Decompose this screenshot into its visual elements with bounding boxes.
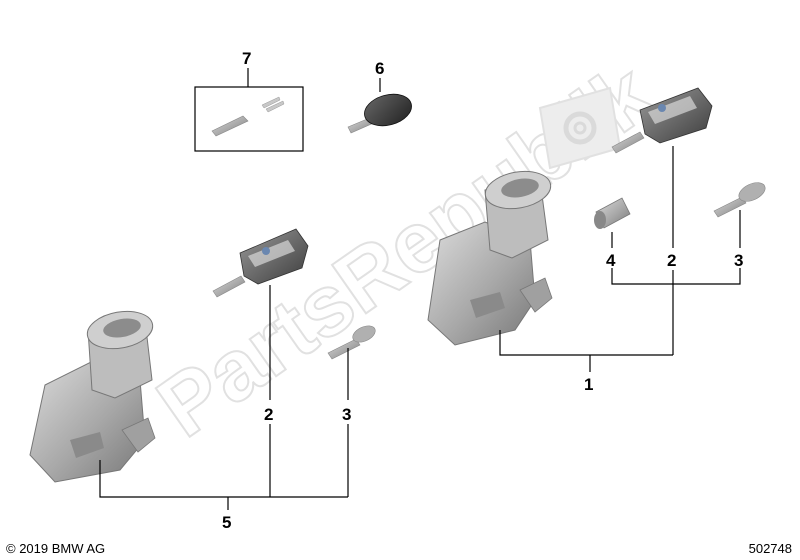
callout-1: 1 xyxy=(584,375,593,394)
part-7-box xyxy=(194,86,304,152)
callout-3-left: 3 xyxy=(342,405,351,424)
part-3-key-right xyxy=(713,182,766,218)
callout-5: 5 xyxy=(222,513,231,532)
callout-6: 6 xyxy=(375,59,384,78)
part-3-key-left xyxy=(327,325,376,360)
part-2-key-fob-right xyxy=(611,87,713,154)
callout-2-left: 2 xyxy=(264,405,273,424)
part-4-lock-cylinder xyxy=(594,197,631,229)
part-1-ignition-lock xyxy=(427,170,553,346)
callouts: 7 6 2 4 3 1 2 3 5 xyxy=(222,49,743,532)
part-5-ignition-lock xyxy=(29,310,156,483)
part-2-key-fob-left xyxy=(212,228,309,298)
part-7-key-blanks xyxy=(194,86,304,152)
leader-lines xyxy=(99,68,741,510)
part-6-key xyxy=(347,93,412,134)
callout-4: 4 xyxy=(606,251,616,270)
callout-3-right: 3 xyxy=(734,251,743,270)
callout-2-right: 2 xyxy=(667,251,676,270)
diagram-number: 502748 xyxy=(748,541,792,556)
copyright-notice: © 2019 BMW AG xyxy=(6,541,106,556)
callout-7: 7 xyxy=(242,49,251,68)
